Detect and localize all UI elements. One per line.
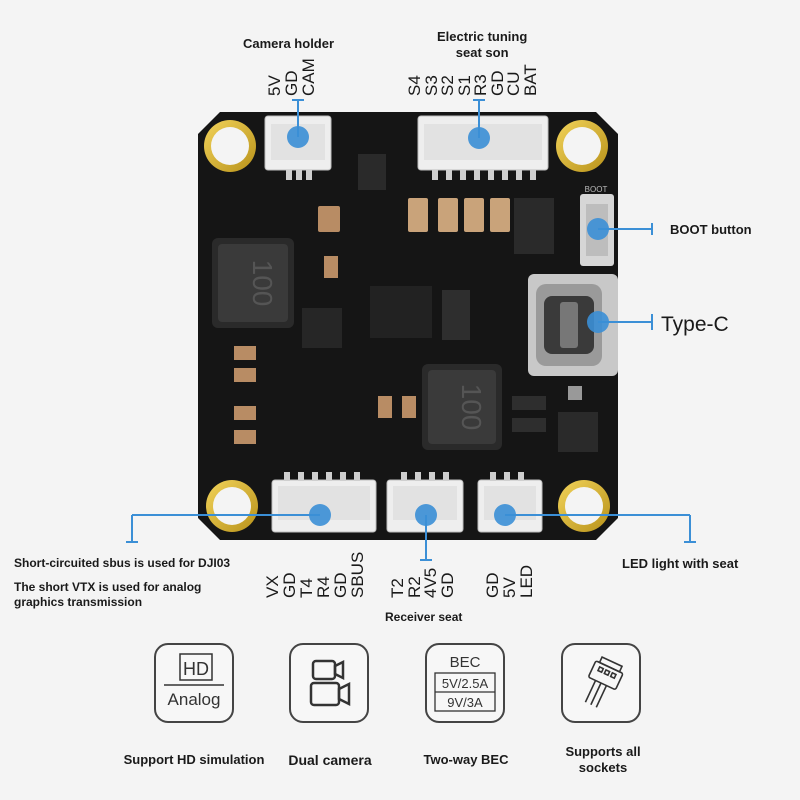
receiver-pin-3: GD — [437, 572, 457, 599]
mounting-hole-top-right — [556, 120, 608, 172]
dual-camera-box — [289, 643, 369, 723]
usb-c-port — [528, 274, 618, 376]
led-light-label: LED light with seat — [622, 556, 739, 571]
receiver-seat-label: Receiver seat — [385, 610, 463, 624]
receiver-leader-dot — [415, 504, 437, 526]
receiver-pin-1: R2 — [404, 576, 424, 598]
esc-pin-4: S1 — [454, 75, 474, 96]
passive-components — [234, 198, 582, 444]
vtx-note-label: The short VTX is used for analog graphic… — [14, 580, 201, 610]
dual-camera-icon — [309, 659, 351, 707]
sockets-caption: Supports all sockets — [551, 744, 655, 776]
led-pin-1: 5V — [500, 577, 519, 598]
camera-pin-0: CAM — [299, 58, 318, 96]
led-leader-dot — [494, 504, 516, 526]
inductor-center-label: 100 — [456, 384, 487, 431]
analog-text: Analog — [168, 690, 221, 709]
mounting-hole-top-left — [204, 120, 256, 172]
bec-icon: BEC 5V/2.5A 9V/3A — [434, 654, 496, 712]
receiver-pin-2: 4V5 — [421, 567, 440, 598]
inductor-center: 100 — [422, 364, 502, 450]
electric-tuning-label: Electric tuning seat son — [437, 29, 527, 61]
esc-pin-0: BAT — [520, 64, 540, 96]
camera-leader-dot — [287, 126, 309, 148]
hd-text: HD — [183, 659, 209, 679]
bec-box: BEC 5V/2.5A 9V/3A — [425, 643, 505, 723]
hd-analog-box: HD Analog — [154, 643, 234, 723]
inductor-left-label: 100 — [247, 260, 278, 307]
electric-tuning-label-line-1: Electric tuning — [437, 29, 528, 44]
bec-title: BEC — [450, 654, 481, 671]
led-pin-2: LED — [517, 564, 536, 598]
boot-leader-dot — [587, 218, 609, 240]
bec-5v: 5V/2.5A — [442, 676, 489, 691]
camera-pin-1: GD — [282, 70, 301, 97]
dual-camera-caption: Dual camera — [288, 752, 372, 768]
inductor-left: 100 — [212, 238, 294, 328]
boot-button-label: BOOT button — [670, 222, 752, 237]
electric-tuning-label-line-2: seat son — [455, 45, 509, 60]
boot-silk: BOOT — [585, 185, 608, 194]
dji03-label: Short-circuited sbus is used for DJI03 — [14, 556, 231, 570]
esc-pin-1: CU — [504, 71, 523, 96]
receiver-pin-0: T2 — [388, 578, 407, 598]
esc-leader-dot — [468, 127, 490, 149]
sockets-caption-line-1: Supports all — [565, 744, 641, 759]
vtx-pin-3: R4 — [314, 576, 333, 598]
esc-pin-6: S3 — [421, 75, 441, 96]
type-c-label: Type-C — [661, 313, 729, 336]
vtx-note-line-1: The short VTX is used for analog — [14, 580, 202, 594]
esc-pin-2: GD — [487, 70, 507, 97]
vtx-pin-4: GD — [331, 572, 350, 599]
sockets-box — [561, 643, 641, 723]
vtx-pin-2: T4 — [297, 578, 316, 598]
esc-pin-3: R3 — [471, 74, 490, 96]
hd-analog-icon: HD Analog — [164, 653, 224, 709]
hd-analog-caption: Support HD simulation — [123, 752, 265, 767]
typec-leader-dot — [587, 311, 609, 333]
two-way-bec-caption: Two-way BEC — [423, 752, 509, 767]
socket-connector-icon — [584, 655, 624, 708]
vtx-pin-5: SBUS — [348, 551, 367, 598]
vtx-pin-1: GD — [280, 572, 299, 599]
vtx-pin-0: VX — [263, 575, 282, 598]
bec-9v: 9V/3A — [447, 695, 483, 710]
sockets-caption-line-2: sockets — [578, 760, 628, 775]
chips — [302, 154, 598, 452]
vtx-leader-dot — [309, 504, 331, 526]
esc-pin-7: S4 — [405, 75, 424, 96]
vtx-note-line-2: graphics transmission — [14, 595, 143, 609]
camera-holder-label: Camera holder — [243, 36, 335, 51]
camera-pin-2: 5V — [265, 75, 284, 96]
esc-pin-5: S2 — [438, 75, 457, 96]
led-pin-0: GD — [483, 572, 502, 599]
